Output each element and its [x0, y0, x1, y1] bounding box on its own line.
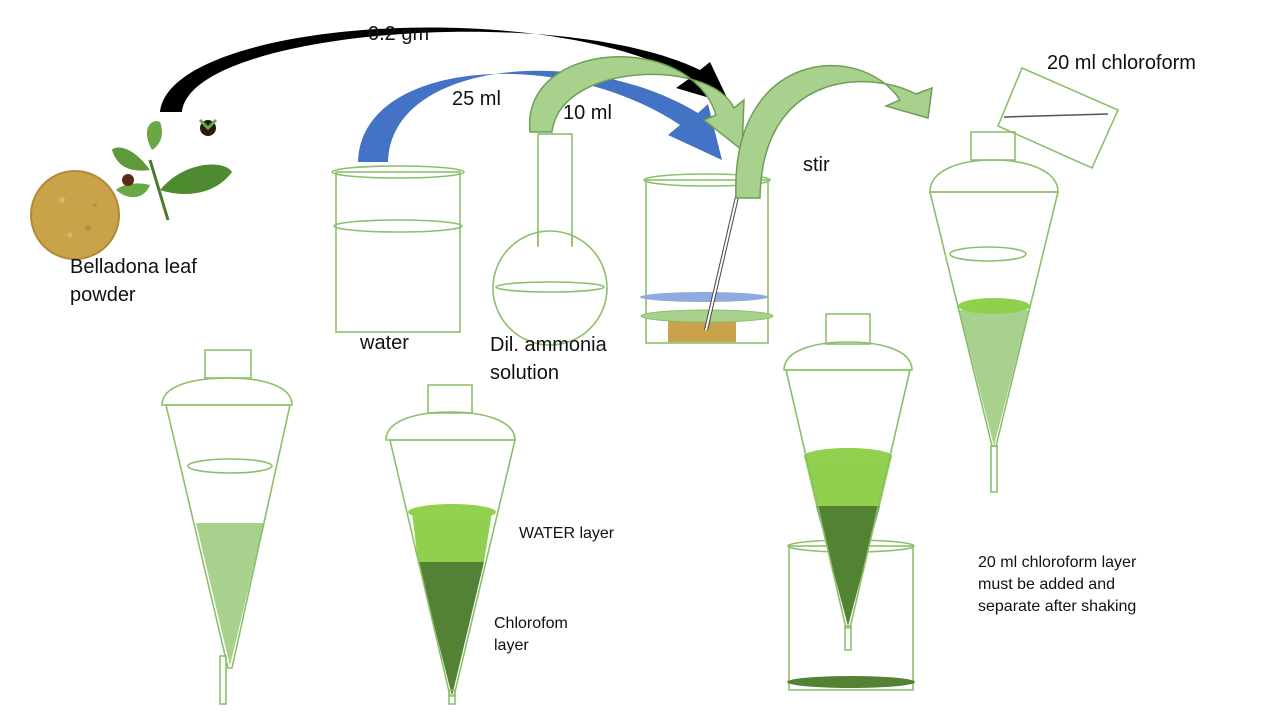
- separating-funnel-bottom-right: [783, 313, 913, 651]
- amount-ammonia-label: 10 ml: [563, 102, 612, 124]
- green-arrow-ammonia: [529, 56, 745, 152]
- chloroform-bottle-label: 20 ml chloroform: [1047, 52, 1196, 74]
- green-arrow-to-funnel: [735, 64, 933, 199]
- chloroform-layer-label-line1: Chlorofom: [494, 615, 568, 632]
- chloroform-bottle: [996, 66, 1120, 170]
- ammonia-label-line2: solution: [490, 362, 559, 384]
- powder-label-line2: powder: [70, 284, 136, 306]
- chloroform-layer-label-line2: layer: [494, 637, 529, 654]
- separating-funnel-bottom-left: [161, 349, 293, 705]
- amount-powder-label: 0.2 gm: [368, 23, 429, 45]
- water-label: water: [359, 332, 409, 354]
- note-line2: must be added and: [978, 576, 1115, 593]
- mixing-beaker: [640, 173, 774, 344]
- note-line3: separate after shaking: [978, 598, 1136, 615]
- powder-label-line1: Belladona leaf: [70, 256, 197, 278]
- ammonia-flask: [492, 133, 608, 346]
- amount-water-label: 25 ml: [452, 88, 501, 110]
- belladonna-plant-image: [112, 118, 232, 221]
- water-layer-label: WATER layer: [519, 525, 615, 542]
- note-line1: 20 ml chloroform layer: [978, 554, 1137, 571]
- separating-funnel-bottom-middle: [385, 384, 517, 705]
- water-beaker: [331, 165, 465, 333]
- belladonna-powder-image: [30, 170, 120, 260]
- stir-label: stir: [803, 154, 830, 176]
- blue-arrow-water: [358, 70, 722, 162]
- ammonia-label-line1: Dil. ammonia: [490, 334, 608, 356]
- separating-funnel-top-right: [928, 131, 1060, 493]
